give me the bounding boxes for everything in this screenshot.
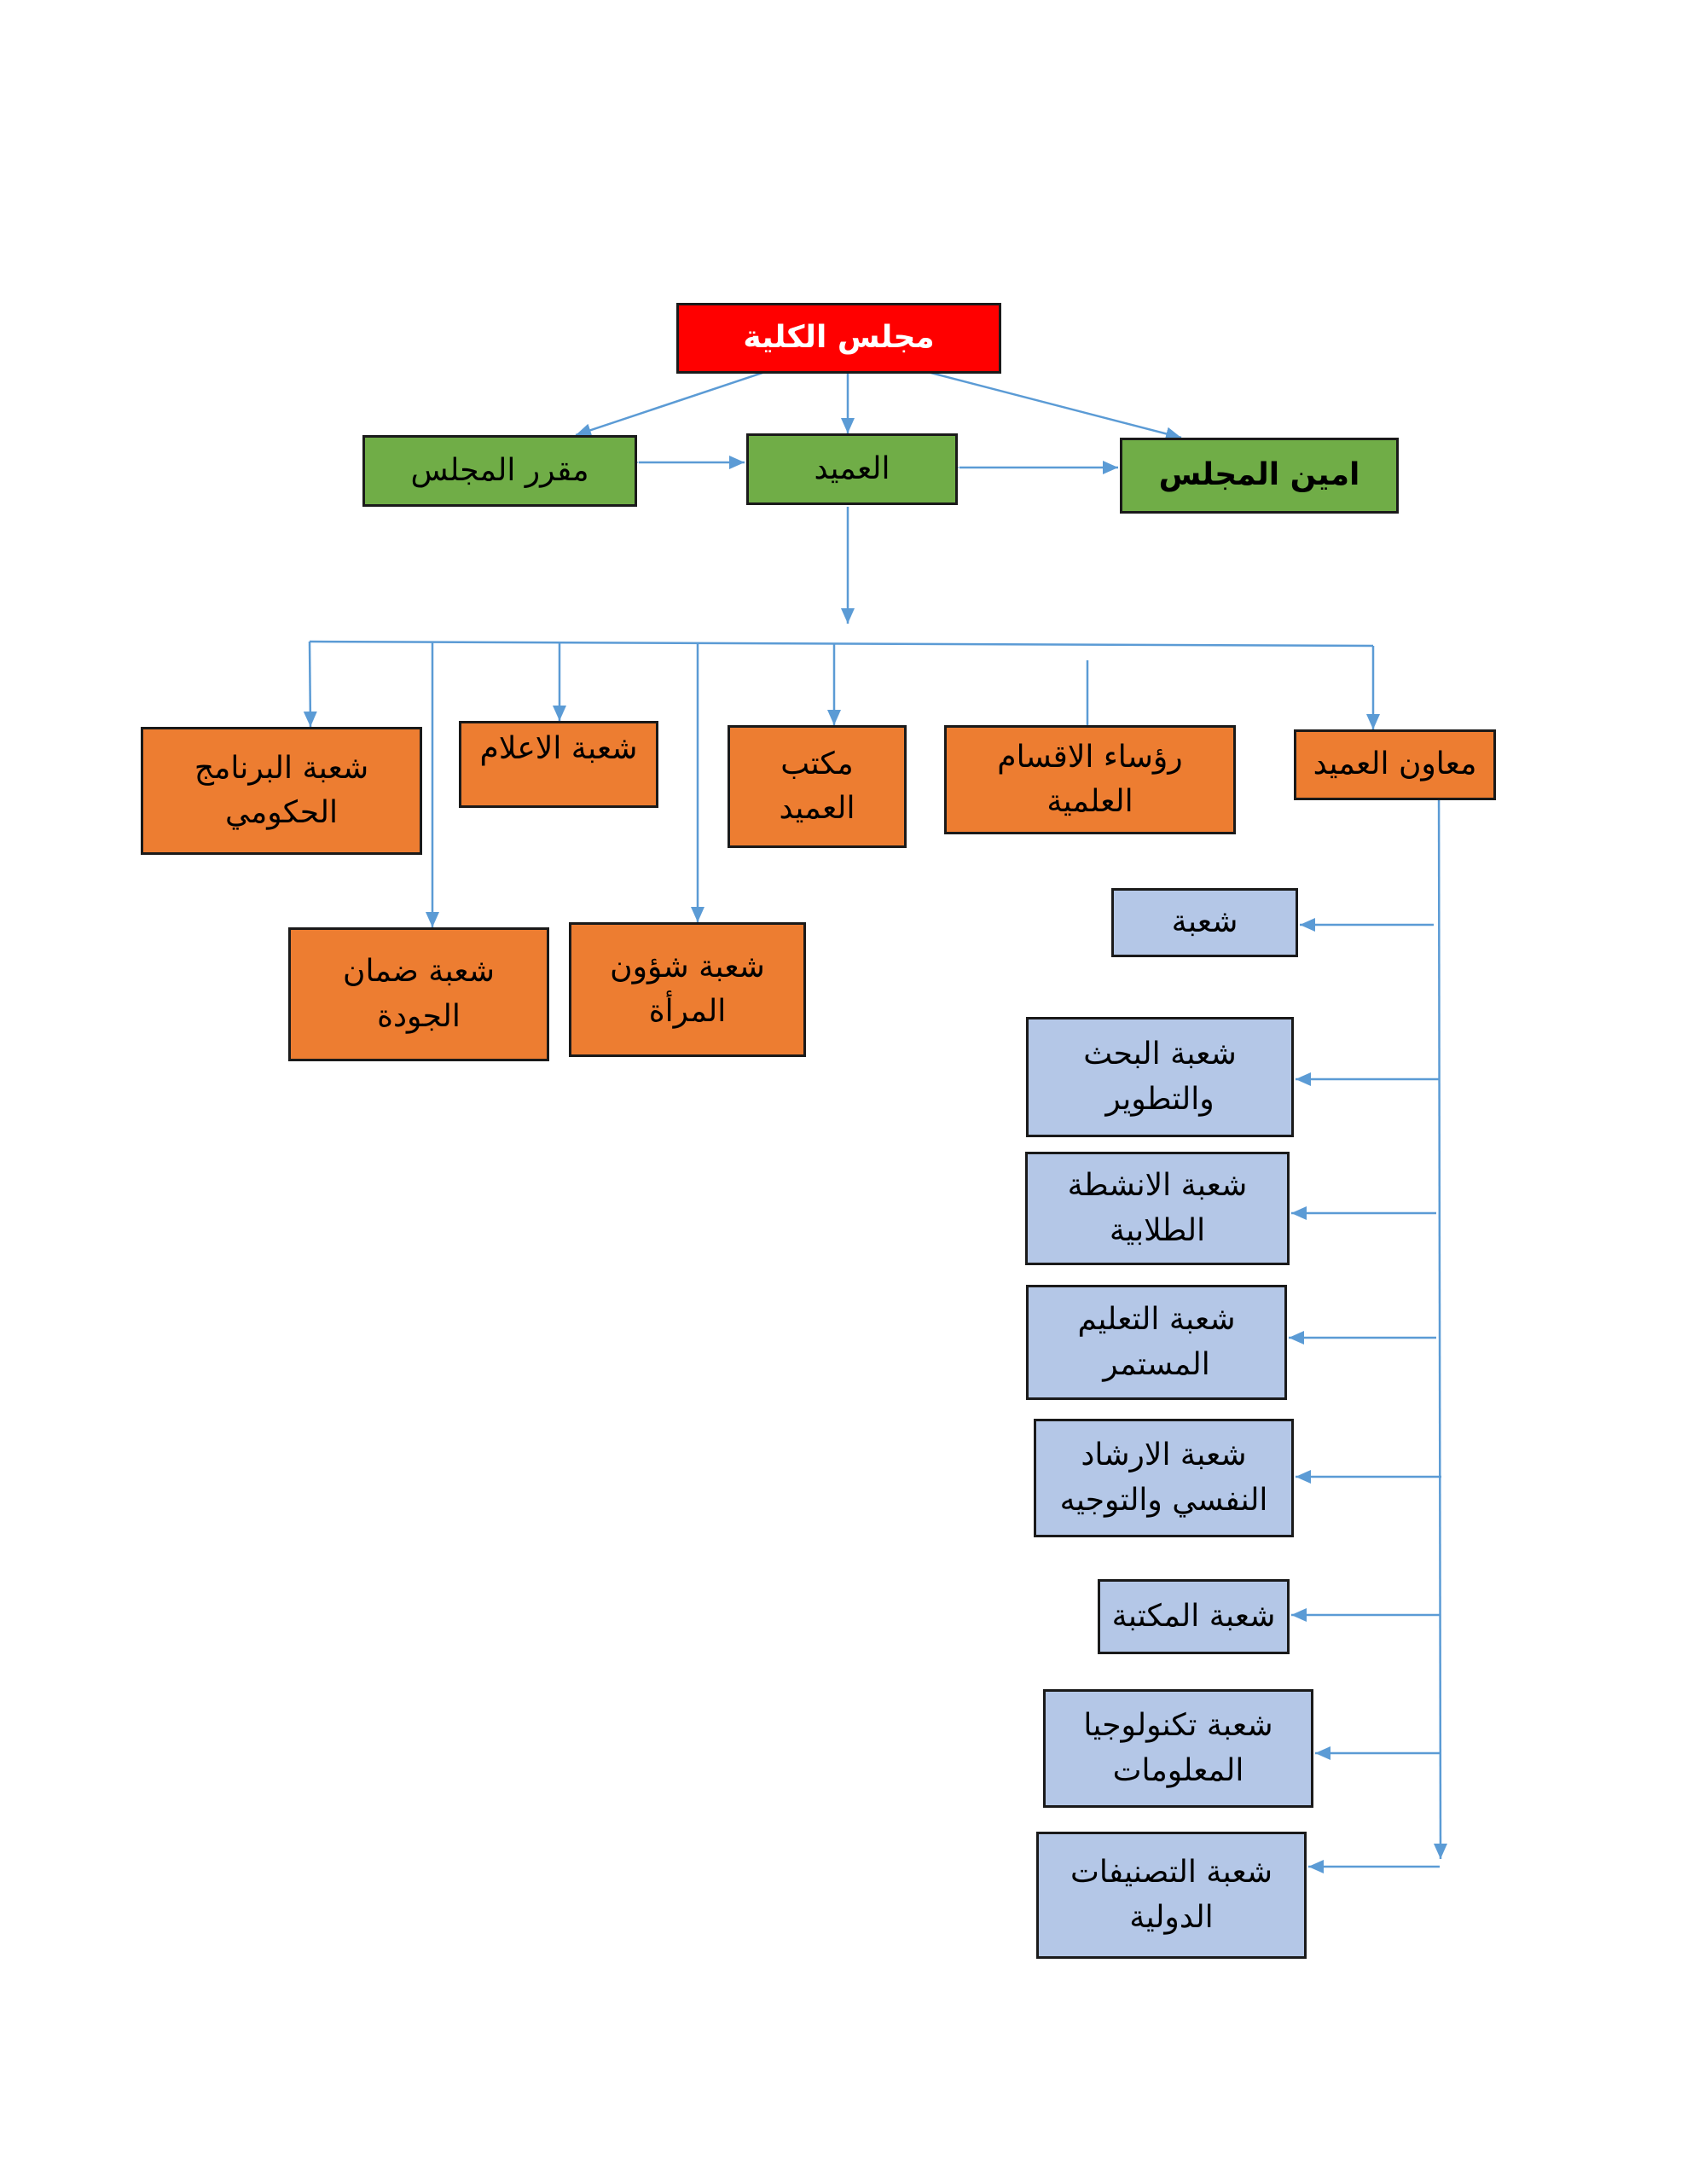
it-division-box: شعبة تكنولوجيا المعلومات xyxy=(1043,1689,1313,1808)
dean-office-box: مكتب العميد xyxy=(728,725,907,848)
women-affairs-box: شعبة شؤون المرأة xyxy=(569,922,806,1057)
rankings-division-box: شعبة التصنيفات الدولية xyxy=(1036,1832,1307,1959)
associate-dean-box: معاون العميد xyxy=(1294,729,1496,800)
connector-bus xyxy=(309,640,1374,648)
dept-heads-box: رؤساء الاقسام العلمية xyxy=(944,725,1236,834)
library-box: شعبة المكتبة xyxy=(1098,1579,1290,1654)
counseling-box: شعبة الارشاد النفسي والتوجيه xyxy=(1034,1419,1294,1537)
continuing-education-box: شعبة التعليم المستمر xyxy=(1026,1285,1287,1400)
student-activities-box: شعبة الانشطة الطلابية xyxy=(1025,1152,1290,1265)
quality-box: شعبة ضمان الجودة xyxy=(288,927,549,1061)
secretary-box: امين المجلس xyxy=(1120,438,1399,514)
media-box: شعبة الاعلام xyxy=(459,721,658,808)
dean-box: العميد xyxy=(746,433,958,505)
research-division-box: شعبة البحث والتطوير xyxy=(1026,1017,1294,1137)
gov-program-box: شعبة البرنامج الحكومي xyxy=(141,727,422,855)
connector-council-secretary xyxy=(874,351,1182,441)
council-box: مجلس الكلية xyxy=(676,303,1001,374)
rapporteur-box: مقرر المجلس xyxy=(362,435,637,507)
division-box: شعبة xyxy=(1111,888,1298,957)
connector-associate-spine xyxy=(1433,764,1447,1860)
